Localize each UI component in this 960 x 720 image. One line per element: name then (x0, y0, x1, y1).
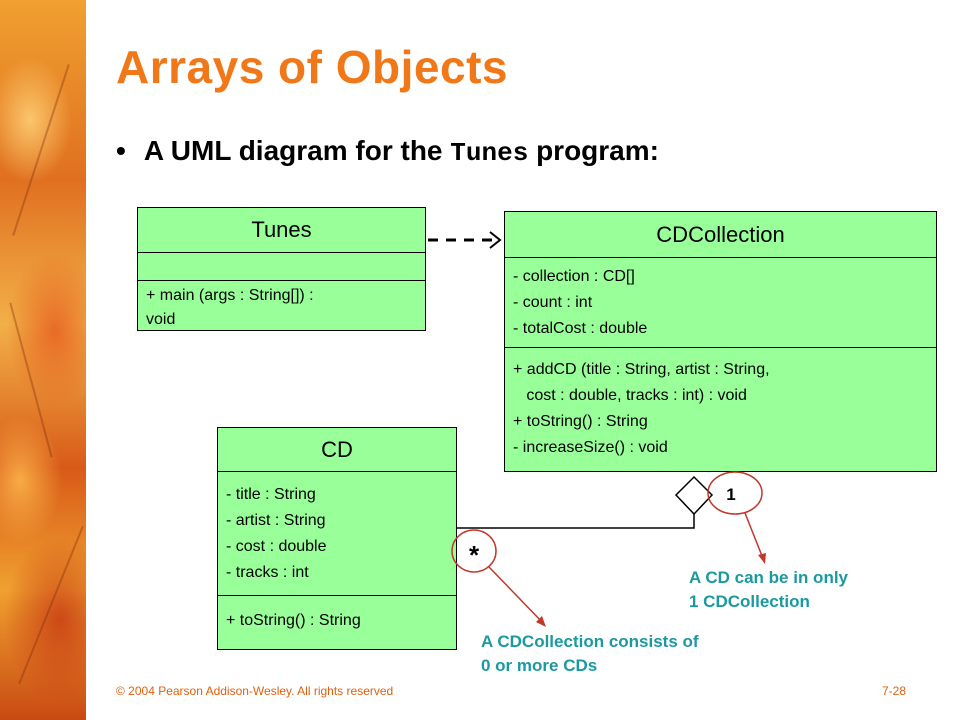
multiplicity-many: * (469, 540, 480, 570)
class-cdcollection-name: CDCollection (505, 212, 936, 258)
class-cdcollection-attributes: - collection : CD[] - count : int - tota… (505, 258, 936, 348)
attribute-line: - cost : double (226, 538, 327, 555)
bullet-text: • A UML diagram for the Tunes program: (116, 135, 659, 168)
method-line: + addCD (title : String, artist : String… (513, 361, 770, 378)
page-number: 7-28 (882, 684, 907, 698)
class-tunes-attributes (138, 253, 425, 281)
method-line: - increaseSize() : void (513, 439, 668, 456)
multiplicity-many-circle (451, 529, 497, 573)
copyright-footer: © 2004 Pearson Addison-Wesley. All right… (116, 684, 394, 698)
attribute-line: - title : String (226, 486, 316, 503)
method-line: + main (args : String[]) : (146, 287, 314, 304)
multiplicity-one: 1 (726, 485, 735, 504)
autumn-leaf-border (0, 0, 86, 720)
attribute-line: - artist : String (226, 512, 326, 529)
attribute-line: - totalCost : double (513, 320, 648, 337)
method-line: + toString() : String (226, 612, 361, 629)
class-cdcollection: CDCollection - collection : CD[] - count… (504, 211, 937, 472)
class-cd: CD - title : String - artist : String - … (217, 427, 457, 650)
attribute-line: - count : int (513, 294, 593, 311)
aggregation-diamond-icon (674, 475, 714, 516)
multiplicity-one-circle (707, 471, 763, 515)
method-line: + toString() : String (513, 413, 648, 430)
page-title: Arrays of Objects (116, 41, 508, 93)
note-many-cds: A CDCollection consists of 0 or more CDs (481, 630, 699, 678)
class-cdcollection-methods: + addCD (title : String, artist : String… (505, 348, 936, 465)
note-line: 0 or more CDs (481, 656, 598, 675)
note-arrowhead-many-icon (536, 616, 546, 627)
method-line: void (146, 311, 176, 328)
aggregation-line (457, 514, 695, 529)
class-cd-attributes: - title : String - artist : String - cos… (218, 472, 456, 596)
note-line: 1 CDCollection (689, 592, 810, 611)
class-tunes-name: Tunes (138, 208, 425, 253)
attribute-line: - collection : CD[] (513, 268, 635, 285)
bullet-code: Tunes (450, 138, 529, 168)
bullet-pre: A UML diagram for the (143, 135, 451, 166)
class-tunes-methods: + main (args : String[]) : void (138, 281, 425, 336)
dependency-arrowhead (489, 231, 502, 249)
class-cd-methods: + toString() : String (218, 596, 456, 638)
attribute-line: - tracks : int (226, 564, 309, 581)
bullet-dot: • (116, 135, 126, 166)
note-arrowhead-one-icon (758, 553, 766, 564)
class-cd-name: CD (218, 428, 456, 472)
note-one-collection: A CD can be in only 1 CDCollection (689, 566, 848, 614)
class-tunes: Tunes + main (args : String[]) : void (137, 207, 426, 331)
method-line: cost : double, tracks : int) : void (513, 387, 747, 404)
note-line: A CD can be in only (689, 568, 849, 587)
note-arrow-one (744, 512, 765, 562)
note-arrow-many (488, 566, 545, 625)
note-line: A CDCollection consists of (481, 632, 699, 651)
bullet-post: program: (528, 135, 659, 166)
